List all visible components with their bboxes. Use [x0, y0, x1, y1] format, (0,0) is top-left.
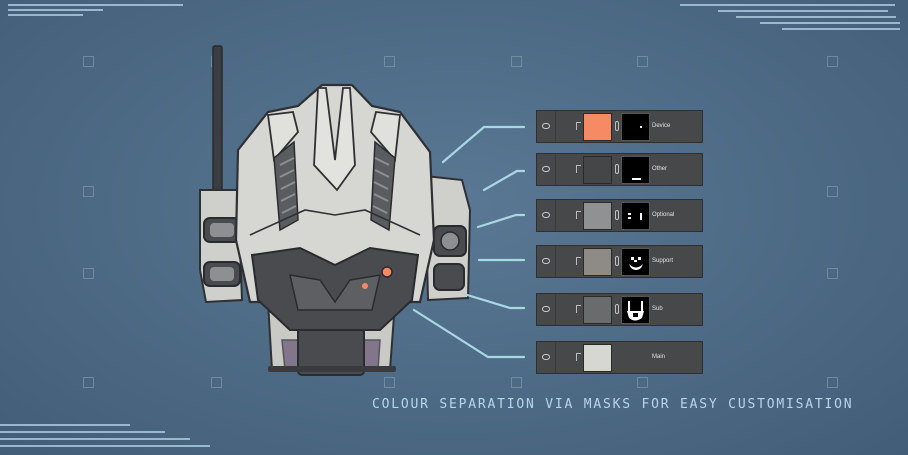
layer-thumbnail	[583, 156, 612, 184]
eye-icon[interactable]	[542, 166, 550, 172]
eye-icon[interactable]	[542, 258, 550, 264]
layer-mask-thumbnail[interactable]	[621, 202, 650, 230]
mech-bust-illustration	[199, 45, 472, 376]
layer-thumbnail	[583, 296, 612, 324]
layer-thumbnail	[583, 113, 612, 141]
layer-thumbnail	[583, 344, 612, 372]
layer-thumbnail	[583, 248, 612, 276]
layer-name: Sub	[652, 306, 663, 312]
layer-effects-icon	[576, 353, 581, 361]
link-chain-icon[interactable]	[615, 210, 619, 220]
link-chain-icon[interactable]	[615, 164, 619, 174]
eye-icon[interactable]	[542, 123, 550, 129]
layer-mask-thumbnail[interactable]	[621, 248, 650, 276]
caption-text: COLOUR SEPARATION VIA MASKS FOR EASY CUS…	[372, 397, 854, 412]
layer-name: Optional	[652, 212, 675, 218]
link-chain-icon[interactable]	[615, 304, 619, 314]
layer-mask-thumbnail[interactable]	[621, 113, 650, 141]
eye-icon[interactable]	[542, 212, 550, 218]
layer-effects-icon	[576, 122, 581, 130]
layer-effects-icon	[576, 211, 581, 219]
layer-name: Device	[652, 123, 671, 129]
eye-icon[interactable]	[542, 354, 550, 360]
layer-mask-thumbnail[interactable]	[621, 156, 650, 184]
layer-row-sub[interactable]: Sub	[536, 293, 703, 326]
layer-effects-icon	[576, 257, 581, 265]
layer-name: Other	[652, 166, 668, 172]
layer-row-other[interactable]: Other	[536, 153, 703, 186]
layer-effects-icon	[576, 165, 581, 173]
layer-name: Main	[652, 354, 666, 360]
link-chain-icon[interactable]	[615, 256, 619, 266]
layer-mask-thumbnail[interactable]	[621, 296, 650, 324]
layer-row-optional[interactable]: Optional	[536, 199, 703, 232]
eye-icon[interactable]	[542, 306, 550, 312]
layer-name: Support	[652, 258, 674, 264]
layer-effects-icon	[576, 305, 581, 313]
link-chain-icon[interactable]	[615, 121, 619, 131]
layer-thumbnail	[583, 202, 612, 230]
layer-row-support[interactable]: Support	[536, 245, 703, 278]
layer-row-main[interactable]: Main	[536, 341, 703, 374]
layer-row-device[interactable]: Device	[536, 110, 703, 143]
